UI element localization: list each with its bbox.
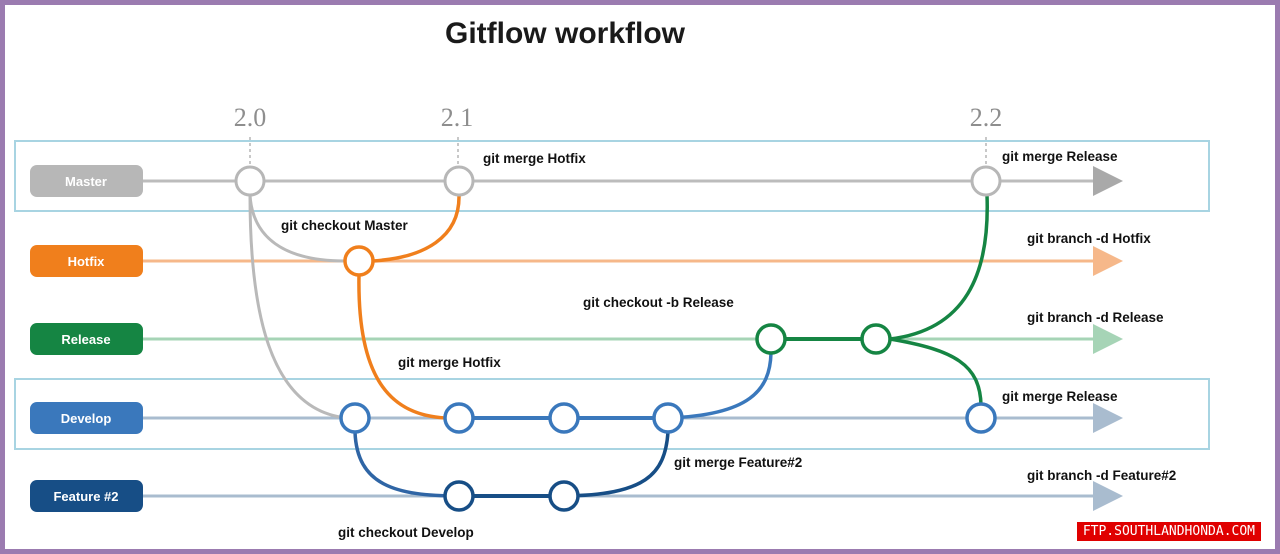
branch-pill-feature: Feature #2 <box>30 480 143 512</box>
branch-pill-release: Release <box>30 323 143 355</box>
develop-to-release-path <box>667 352 773 420</box>
master-commit-node <box>970 165 1002 197</box>
branch-label-develop: Develop <box>61 411 112 426</box>
release-commit-node <box>755 323 787 355</box>
develop-commit-node <box>443 402 475 434</box>
branch-label-release: Release <box>61 332 110 347</box>
annotation-checkout-develop: git checkout Develop <box>338 525 474 540</box>
develop-commit-node <box>652 402 684 434</box>
hotfix-commit-node <box>343 245 375 277</box>
annotation-merge-hotfix-develop: git merge Hotfix <box>398 355 501 370</box>
develop-to-feature-path <box>353 431 460 498</box>
version-label: 2.0 <box>234 103 267 132</box>
annotation-branch-d-feature: git branch -d Feature#2 <box>1027 468 1176 483</box>
annotation-merge-release-master: git merge Release <box>1002 149 1118 164</box>
branch-pill-hotfix: Hotfix <box>30 245 143 277</box>
version-label: 2.2 <box>970 103 1003 132</box>
master-lane-box <box>14 140 1210 212</box>
master-to-hotfix-path <box>248 194 346 263</box>
annotation-merge-release-develop: git merge Release <box>1002 389 1118 404</box>
branch-label-master: Master <box>65 174 107 189</box>
develop-commit-node <box>339 402 371 434</box>
annotation-merge-hotfix-master: git merge Hotfix <box>483 151 586 166</box>
develop-commit-node <box>965 402 997 434</box>
branch-pill-develop: Develop <box>30 402 143 434</box>
gitflow-diagram: 2.0 2.1 2.2 <box>14 103 1210 540</box>
master-commit-node <box>443 165 475 197</box>
release-to-develop-path <box>889 337 983 406</box>
master-to-develop-path <box>248 194 348 420</box>
version-label: 2.1 <box>441 103 474 132</box>
branch-label-feature: Feature #2 <box>53 489 118 504</box>
feature-commit-node <box>548 480 580 512</box>
feature-commit-node <box>443 480 475 512</box>
hotfix-to-develop-path <box>357 274 446 420</box>
branch-pill-master: Master <box>30 165 143 197</box>
branch-label-hotfix: Hotfix <box>68 254 106 269</box>
annotation-branch-d-hotfix: git branch -d Hotfix <box>1027 231 1151 246</box>
annotation-merge-feature: git merge Feature#2 <box>674 455 802 470</box>
feature-to-develop-path <box>563 431 670 498</box>
annotation-checkout-b-release: git checkout -b Release <box>583 295 734 310</box>
watermark-label: FTP.SOUTHLANDHONDA.COM <box>1076 522 1261 541</box>
diagram-title: Gitflow workflow <box>445 17 685 50</box>
annotation-branch-d-release: git branch -d Release <box>1027 310 1164 325</box>
master-commit-node <box>234 165 266 197</box>
develop-lane-box <box>14 378 1210 450</box>
release-to-master-path <box>889 194 989 341</box>
hotfix-to-master-path <box>371 194 461 263</box>
release-commit-node <box>860 323 892 355</box>
develop-commit-node <box>548 402 580 434</box>
annotation-checkout-master: git checkout Master <box>281 218 409 233</box>
